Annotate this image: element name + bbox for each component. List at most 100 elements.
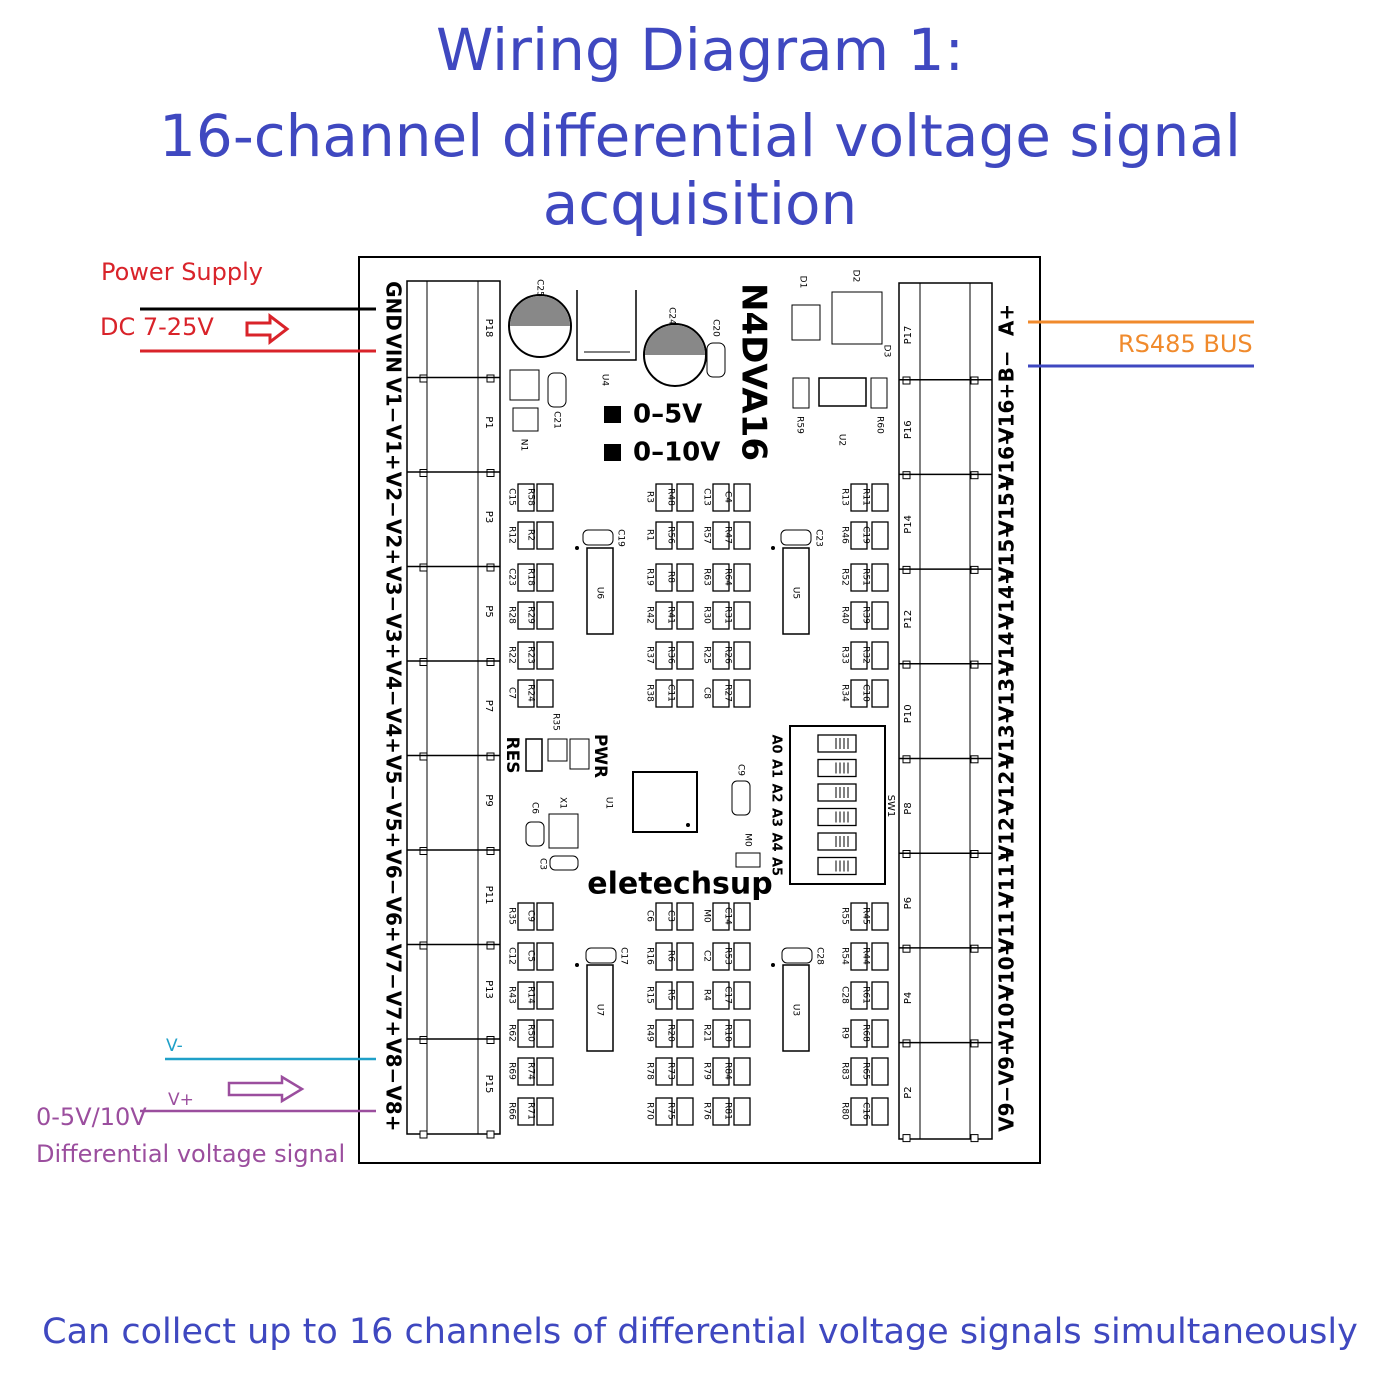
capacitor-c6 [525, 821, 545, 847]
smd-pad [536, 563, 554, 592]
smd-pad [517, 1019, 535, 1048]
smd-pad [536, 942, 554, 971]
smd-pad [712, 1097, 730, 1126]
left-terminal-label: V5− [382, 755, 406, 801]
crystal-x1 [548, 813, 579, 849]
component-label: D2 [851, 270, 861, 283]
component-label: R31 [723, 606, 733, 624]
terminal-tab [419, 752, 428, 761]
component-label: U3 [791, 1004, 801, 1016]
component-label: U5 [791, 587, 801, 599]
right-terminal-label: B− [995, 350, 1019, 382]
rs485-label: RS485 BUS [1118, 330, 1253, 358]
smd-pad [871, 601, 889, 630]
component-label: U4 [600, 374, 610, 387]
smd-pad [733, 641, 751, 670]
component-label: C9 [526, 910, 536, 922]
component-label: C12 [507, 947, 517, 965]
component-label: R4 [702, 989, 712, 1001]
terminal-tab [970, 376, 979, 385]
smd-pad [676, 483, 694, 512]
smd-pad [850, 601, 868, 630]
smd-pad [655, 1097, 673, 1126]
diode-n1 [509, 369, 540, 401]
port-label: P18 [483, 319, 494, 338]
terminal-tab [902, 850, 911, 858]
component-label: C20 [711, 319, 721, 337]
smd-pad [733, 679, 751, 708]
right-terminal-label: V14− [995, 615, 1019, 675]
terminal-tab [902, 1039, 911, 1048]
terminal-tab [419, 469, 428, 477]
regulator-u4 [576, 290, 637, 361]
smd-pad [850, 641, 868, 670]
component-label: C23 [814, 529, 824, 547]
smd-pad [712, 981, 730, 1010]
component-label: N1 [519, 439, 529, 451]
smd-pad [655, 679, 673, 708]
smd-pad [850, 483, 868, 512]
component-label: U1 [604, 797, 614, 809]
smd-pad [871, 641, 889, 670]
component-label: R58 [526, 488, 536, 506]
right-terminal-label: V14+ [995, 568, 1019, 628]
smd-pad [517, 1057, 535, 1086]
component-label: U6 [595, 587, 605, 600]
component-label: R65 [861, 1062, 871, 1080]
smd-pad [676, 1057, 694, 1086]
component-label: R80 [840, 1102, 850, 1120]
smd-pad [676, 641, 694, 670]
jumper-m0 [735, 852, 761, 868]
terminal-tab [970, 471, 979, 480]
component-label: C8 [702, 687, 712, 699]
left-terminal-label: V1+ [382, 425, 406, 471]
component-label: C15 [507, 488, 517, 506]
left-terminal-label: V7− [382, 944, 406, 990]
reset-button [525, 738, 543, 772]
address-switch-label: A3 [769, 808, 784, 827]
dip-switch-toggle [817, 758, 857, 778]
smd-pad [733, 483, 751, 512]
smd-pad [712, 563, 730, 592]
component-label: C19 [616, 529, 626, 547]
smd-pad [655, 942, 673, 971]
port-label: P14 [903, 515, 914, 534]
component-label: R55 [840, 907, 850, 925]
right-terminal-block [898, 282, 993, 1140]
smd-pad [517, 563, 535, 592]
smd-pad [712, 679, 730, 708]
component-label: R24 [526, 684, 536, 702]
port-label: P2 [903, 1086, 914, 1098]
smd-pad [712, 521, 730, 550]
terminal-tab [486, 847, 495, 855]
terminal-tab [902, 755, 911, 764]
smd-pad [733, 521, 751, 550]
capacitor-c21 [547, 372, 567, 408]
component-label: C17 [619, 947, 629, 965]
smd-pad [676, 981, 694, 1010]
smd-pad [712, 1057, 730, 1086]
component-label: R38 [645, 684, 655, 702]
address-switch-label: A2 [769, 783, 784, 802]
switch-ref-label: SW1 [885, 795, 896, 818]
smd-pad [733, 902, 751, 931]
smd-pad [676, 902, 694, 931]
smd-pad [871, 1097, 889, 1126]
dip-switch-sw1 [789, 725, 886, 885]
right-terminal-label: V13− [995, 708, 1019, 768]
component-label: R47 [723, 526, 733, 544]
smd-pad [733, 1097, 751, 1126]
power-arrow [245, 312, 290, 346]
component-label: R3 [645, 491, 655, 503]
range-10v-marker [604, 444, 621, 461]
terminal-tab [902, 471, 911, 480]
component-label: C28 [815, 947, 825, 965]
left-terminal-label: V2− [382, 472, 406, 518]
component-label: R51 [861, 568, 871, 586]
smd-pad [536, 679, 554, 708]
terminal-tab [486, 563, 495, 572]
diode-d2-d3 [831, 291, 883, 345]
port-label: P17 [903, 326, 914, 345]
smd-pad [536, 1057, 554, 1086]
